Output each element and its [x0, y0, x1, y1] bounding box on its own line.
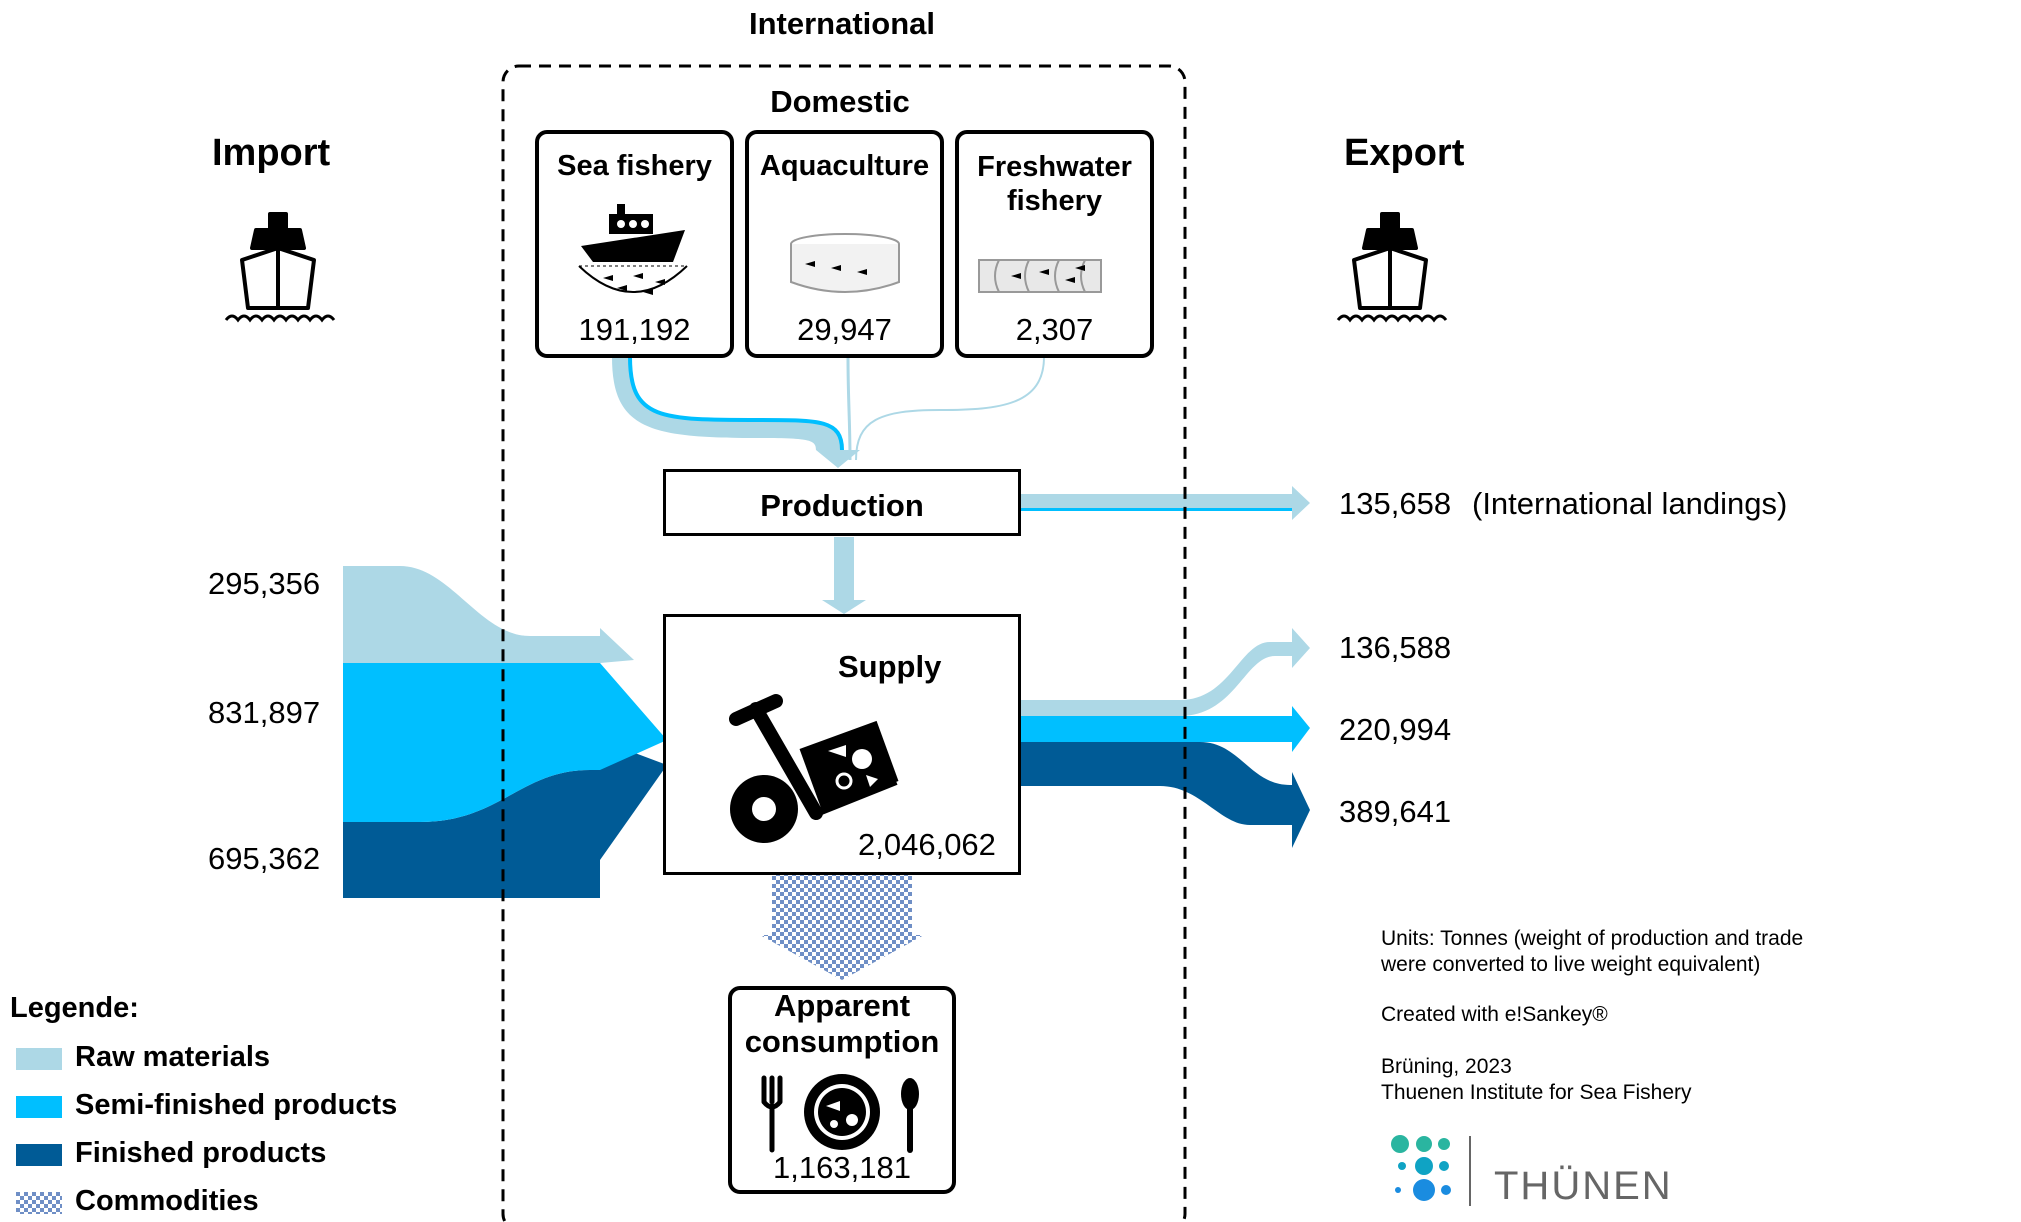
production-box: Production	[663, 469, 1021, 536]
legend-swatch-raw	[16, 1048, 62, 1070]
consumption-box: Apparent consumption 1,163,181	[728, 986, 956, 1194]
production-label: Production	[760, 488, 924, 523]
supply-value: 2,046,062	[858, 827, 996, 862]
international-heading: International	[748, 6, 935, 41]
import-semi-stream	[343, 663, 667, 822]
commodities-stream	[760, 874, 924, 980]
sea-fishery-stream-edge	[628, 356, 844, 451]
legend-label-semi: Semi-finished products	[75, 1089, 398, 1121]
export-raw-stream	[1020, 628, 1310, 716]
import-raw-value: 295,356	[208, 566, 321, 601]
production-to-supply-stream	[822, 537, 866, 614]
international-frame	[501, 64, 1187, 1222]
import-raw-stream	[343, 566, 634, 663]
landings-stream-edge	[1020, 508, 1292, 511]
consumption-value: 1,163,181	[773, 1150, 911, 1185]
fish-farm-icon	[790, 233, 900, 293]
freshwater-fishery-label: Freshwater fishery	[977, 151, 1132, 217]
import-finished-stream	[343, 740, 667, 898]
international-landings-label: (International landings)	[1472, 486, 1788, 521]
freshwater-fishery-value: 2,307	[1015, 312, 1094, 347]
units-note: Units: Tonnes (weight of production and …	[1381, 927, 1804, 976]
institute-note: Thuenen Institute for Sea Fishery	[1381, 1081, 1692, 1104]
landings-stream	[1020, 486, 1310, 520]
consumption-label: Apparent consumption	[744, 988, 940, 1059]
supply-box: Supply 2,046,062	[663, 614, 1021, 875]
aquaculture-stream	[846, 356, 852, 461]
export-semi-value: 220,994	[1339, 712, 1452, 747]
legend-swatch-commodities	[16, 1192, 62, 1214]
legend-label-raw: Raw materials	[75, 1041, 271, 1073]
legend-swatch-semi	[16, 1096, 62, 1118]
sea-fishery-box: Sea fishery 191,192	[535, 130, 734, 358]
supply-label: Supply	[838, 649, 942, 684]
export-semi-stream	[1020, 706, 1310, 752]
export-ship-icon	[1336, 212, 1448, 323]
export-finished-value: 389,641	[1339, 794, 1452, 829]
aquaculture-box: Aquaculture 29,947	[745, 130, 944, 358]
sea-fishery-label: Sea fishery	[557, 150, 712, 182]
export-raw-value: 136,588	[1339, 630, 1452, 665]
export-finished-stream	[1020, 742, 1310, 848]
thuenen-logo-icon	[1391, 1135, 1471, 1206]
freshwater-stream	[855, 356, 1045, 461]
import-finished-value: 695,362	[208, 841, 321, 876]
hand-truck-icon	[729, 694, 899, 843]
plate-cutlery-icon	[761, 1074, 919, 1153]
freshwater-fishery-box: Freshwater fishery 2,307	[955, 130, 1154, 358]
author-note: Brüning, 2023	[1381, 1055, 1512, 1078]
legend-title: Legende:	[10, 992, 139, 1024]
aquaculture-value: 29,947	[797, 312, 892, 347]
legend-label-finished: Finished products	[75, 1137, 327, 1169]
fishing-boat-icon	[578, 204, 688, 295]
aquaculture-label: Aquaculture	[759, 150, 930, 182]
import-heading: Import	[212, 132, 331, 174]
import-ship-icon	[224, 212, 336, 323]
import-semi-value: 831,897	[208, 695, 321, 730]
international-landings-value: 135,658	[1339, 486, 1452, 521]
legend-swatch-finished	[16, 1144, 62, 1166]
sea-fishery-stream	[612, 357, 860, 468]
fish-trap-icon	[978, 259, 1102, 293]
sea-fishery-value: 191,192	[578, 312, 691, 347]
created-note: Created with e!Sankey®	[1381, 1003, 1608, 1026]
legend-label-commodities: Commodities	[75, 1185, 259, 1217]
domestic-heading: Domestic	[770, 84, 910, 119]
logo-text: THÜNEN	[1494, 1164, 1673, 1208]
export-heading: Export	[1344, 132, 1465, 174]
